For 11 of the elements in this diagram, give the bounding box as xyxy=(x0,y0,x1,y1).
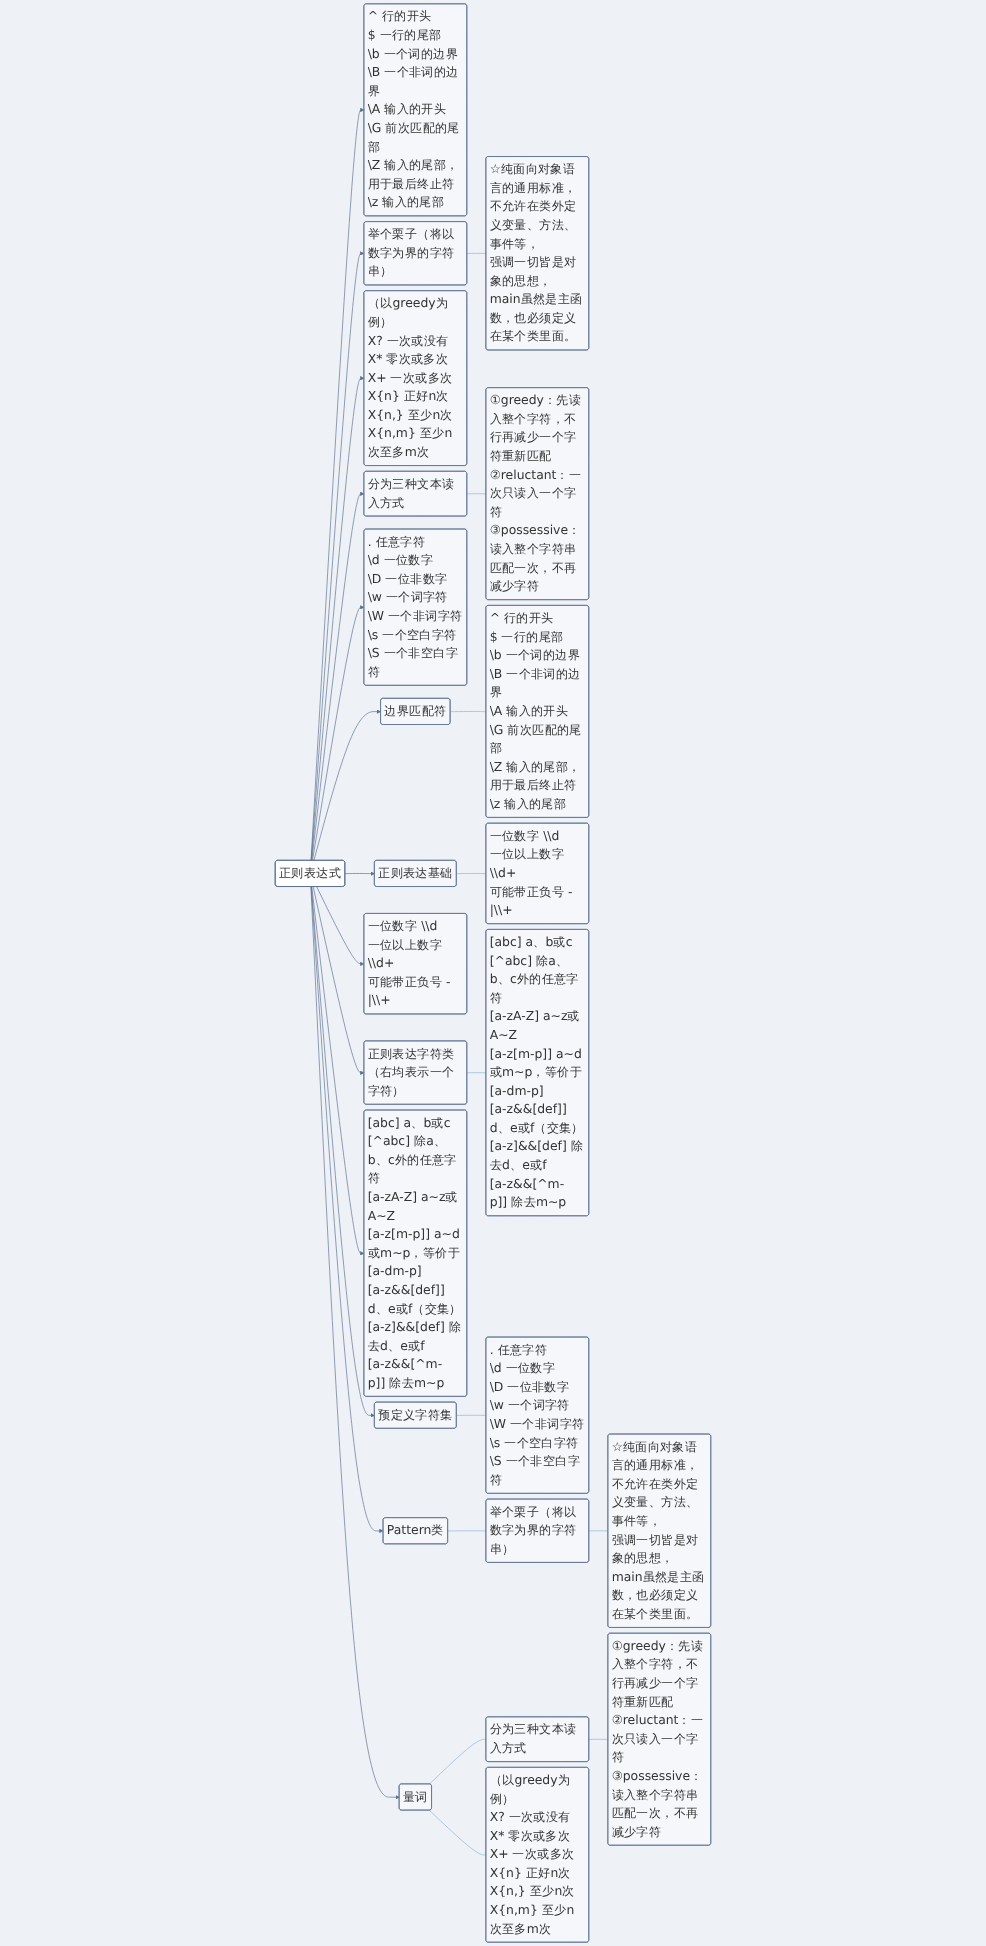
connector xyxy=(466,1072,487,1074)
connector xyxy=(456,1414,487,1416)
connector xyxy=(429,1810,487,1856)
connector xyxy=(466,253,487,254)
connector xyxy=(456,873,487,874)
connector xyxy=(447,1530,487,1532)
connector xyxy=(450,711,487,712)
connector xyxy=(588,1738,609,1740)
connector xyxy=(429,1739,487,1785)
connector xyxy=(588,1530,609,1532)
connector xyxy=(466,493,487,495)
